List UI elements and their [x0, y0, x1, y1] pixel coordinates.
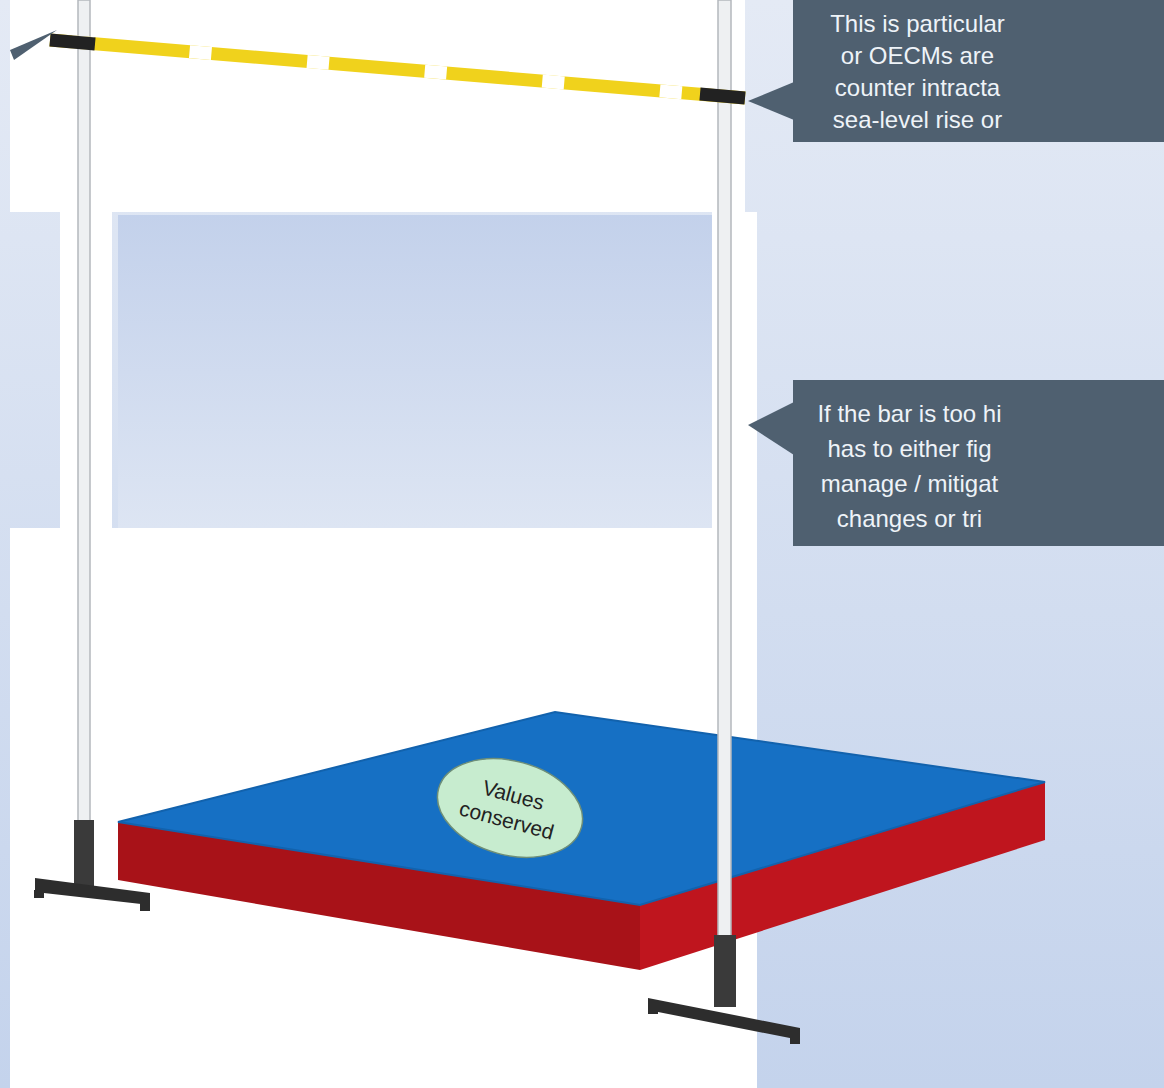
crossbar-cap	[700, 94, 745, 98]
blue-panel	[118, 215, 712, 528]
right-post	[718, 0, 731, 1000]
post-foot	[140, 903, 150, 911]
crossbar-cap	[50, 40, 95, 44]
callout-pointer	[748, 402, 794, 455]
callout-box: If the bar is too hi has to either fig m…	[793, 380, 1164, 546]
crossbar-stripe	[50, 40, 745, 98]
callout-pointer	[748, 82, 794, 120]
post-sleeve	[74, 820, 94, 886]
post-base	[35, 878, 150, 905]
crossbar	[50, 40, 745, 98]
node-text: If the bar is too hi has to either fig m…	[812, 396, 1007, 536]
node-text: This is particular or OECMs are counter …	[820, 8, 1015, 136]
post-foot	[34, 890, 44, 898]
callout-box: This is particular or OECMs are counter …	[793, 0, 1164, 142]
ellipse-shape	[426, 743, 593, 872]
post-foot	[648, 1006, 658, 1014]
post-sleeve	[714, 935, 736, 1007]
post-base	[648, 998, 800, 1040]
post-foot	[790, 1036, 800, 1044]
left-post	[78, 0, 90, 880]
value-ellipse: Values conserved	[425, 742, 595, 874]
callout-pointer	[10, 30, 57, 60]
photo-area	[10, 0, 745, 212]
mat-top	[118, 712, 1045, 905]
